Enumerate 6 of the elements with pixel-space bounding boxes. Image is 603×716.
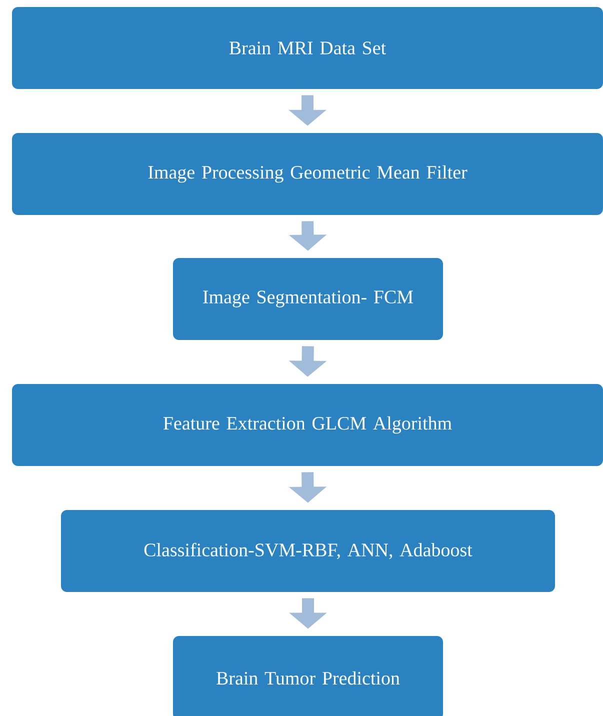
process-box: Brain Tumor Prediction bbox=[173, 636, 443, 716]
process-box: Classification-SVM-RBF, ANN, Adaboost bbox=[61, 510, 555, 592]
process-box: Image Segmentation- FCM bbox=[173, 258, 443, 340]
process-box: Brain MRI Data Set bbox=[12, 7, 603, 89]
process-box: Image Processing Geometric Mean Filter bbox=[12, 133, 603, 215]
process-box: Feature Extraction GLCM Algorithm bbox=[12, 384, 603, 466]
